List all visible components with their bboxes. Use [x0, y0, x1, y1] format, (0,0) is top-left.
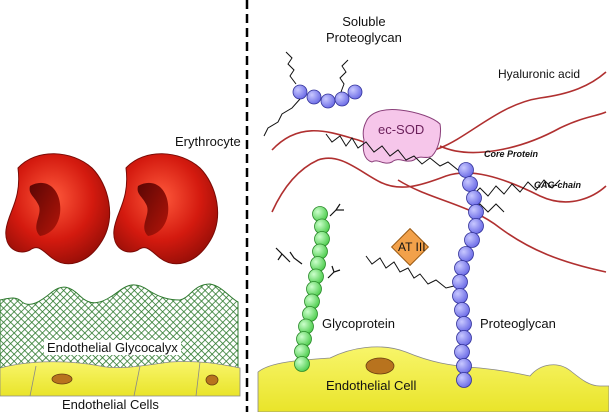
hyaluronic-acid-label: Hyaluronic acid [498, 67, 581, 81]
bead [452, 288, 468, 304]
bead [458, 246, 474, 262]
bead [466, 190, 482, 206]
erythrocyte-2 [113, 153, 219, 265]
erythrocyte-1 [5, 153, 111, 265]
glycoprotein-label: Glycoprotein [322, 316, 395, 331]
proteoglycan [452, 162, 484, 388]
bead [306, 89, 322, 105]
gag-chain-label: GAG-chain [534, 180, 582, 190]
ec-sod-label: ec-SOD [378, 122, 425, 137]
endothelial-cells [0, 361, 241, 397]
endothelial-cell [257, 346, 609, 413]
bead [454, 344, 470, 360]
bead [320, 93, 336, 109]
bead [456, 358, 472, 374]
bead [462, 176, 478, 192]
ec-sod [362, 109, 441, 164]
bead [456, 372, 472, 388]
bead [452, 274, 468, 290]
glycoprotein-sugars [275, 203, 344, 279]
proteoglycan-label: Proteoglycan [480, 316, 556, 331]
nucleus [51, 373, 73, 385]
bead [458, 162, 474, 178]
endothelial-cells-label: Endothelial Cells [62, 397, 159, 412]
glycocalyx-label: Endothelial Glycocalyx [44, 340, 181, 355]
bead [456, 330, 472, 346]
soluble-proteoglycan-label: Soluble Proteoglycan [326, 14, 402, 45]
glycoprotein [294, 206, 330, 372]
nucleus [205, 374, 219, 386]
bead [468, 218, 484, 234]
bead [464, 232, 480, 248]
erythrocyte-label: Erythrocyte [175, 134, 241, 149]
bead [347, 84, 363, 100]
soluble-proteoglycan [263, 51, 363, 137]
hyaluronic-acid [271, 71, 607, 273]
bead [454, 302, 470, 318]
at3-label: AT III [398, 240, 426, 254]
core-protein-label: Core Protein [484, 149, 539, 159]
bead [454, 260, 470, 276]
nucleus [365, 357, 395, 375]
bead [292, 84, 308, 100]
bead [334, 91, 350, 107]
at3 [390, 227, 430, 267]
bead [294, 356, 310, 372]
bead [468, 204, 484, 220]
endothelial-cell-label: Endothelial Cell [326, 378, 417, 393]
bead [456, 316, 472, 332]
